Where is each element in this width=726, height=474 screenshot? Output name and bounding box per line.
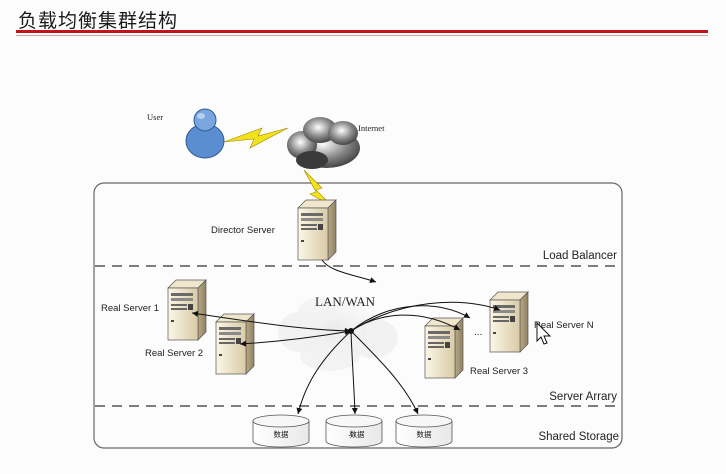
real-server-1-icon bbox=[167, 279, 207, 341]
link-server-array bbox=[350, 305, 471, 332]
link-disk-2 bbox=[350, 330, 358, 415]
title-rule bbox=[16, 30, 708, 33]
cluster-frame bbox=[93, 182, 623, 449]
storage-ellipsis: ... bbox=[348, 428, 356, 438]
link-disk-3 bbox=[350, 330, 419, 415]
director-link bbox=[321, 259, 377, 283]
director-server-label: Director Server bbox=[211, 225, 275, 236]
lightning-icon bbox=[223, 127, 289, 149]
real-server-n-label: Real Server N bbox=[534, 320, 594, 331]
real-server-n-icon bbox=[489, 291, 529, 353]
servers-ellipsis: ... bbox=[474, 327, 482, 338]
disk-1-label: 数据 bbox=[274, 429, 289, 439]
link-real-server-2 bbox=[239, 329, 352, 347]
real-server-1-label: Real Server 1 bbox=[101, 303, 159, 314]
real-server-3-icon bbox=[424, 317, 464, 379]
page-title: 负载均衡集群结构 bbox=[18, 10, 179, 32]
layer-label-server-array: Server Arrary bbox=[549, 391, 617, 403]
real-server-2-label: Real Server 2 bbox=[145, 348, 203, 359]
layer-label-shared-storage: Shared Storage bbox=[538, 431, 619, 443]
disk-3-label: 数据 bbox=[417, 429, 432, 439]
link-real-server-n bbox=[350, 301, 501, 332]
real-server-3-label: Real Server 3 bbox=[470, 366, 528, 377]
director-server-icon bbox=[297, 199, 337, 261]
cursor-icon bbox=[536, 321, 552, 345]
disk-2-label: 数据 bbox=[350, 429, 365, 439]
layer-label-load-balancer: Load Balancer bbox=[543, 250, 617, 262]
user-label: User bbox=[147, 112, 163, 122]
real-server-2-icon bbox=[215, 313, 255, 375]
user-icon bbox=[185, 108, 225, 159]
title-rule-thin bbox=[16, 35, 708, 36]
link-disk-1 bbox=[296, 330, 352, 415]
network-label: LAN/WAN bbox=[315, 294, 376, 309]
internet-cloud-icon bbox=[287, 117, 360, 169]
internet-label: Internet bbox=[358, 123, 385, 133]
